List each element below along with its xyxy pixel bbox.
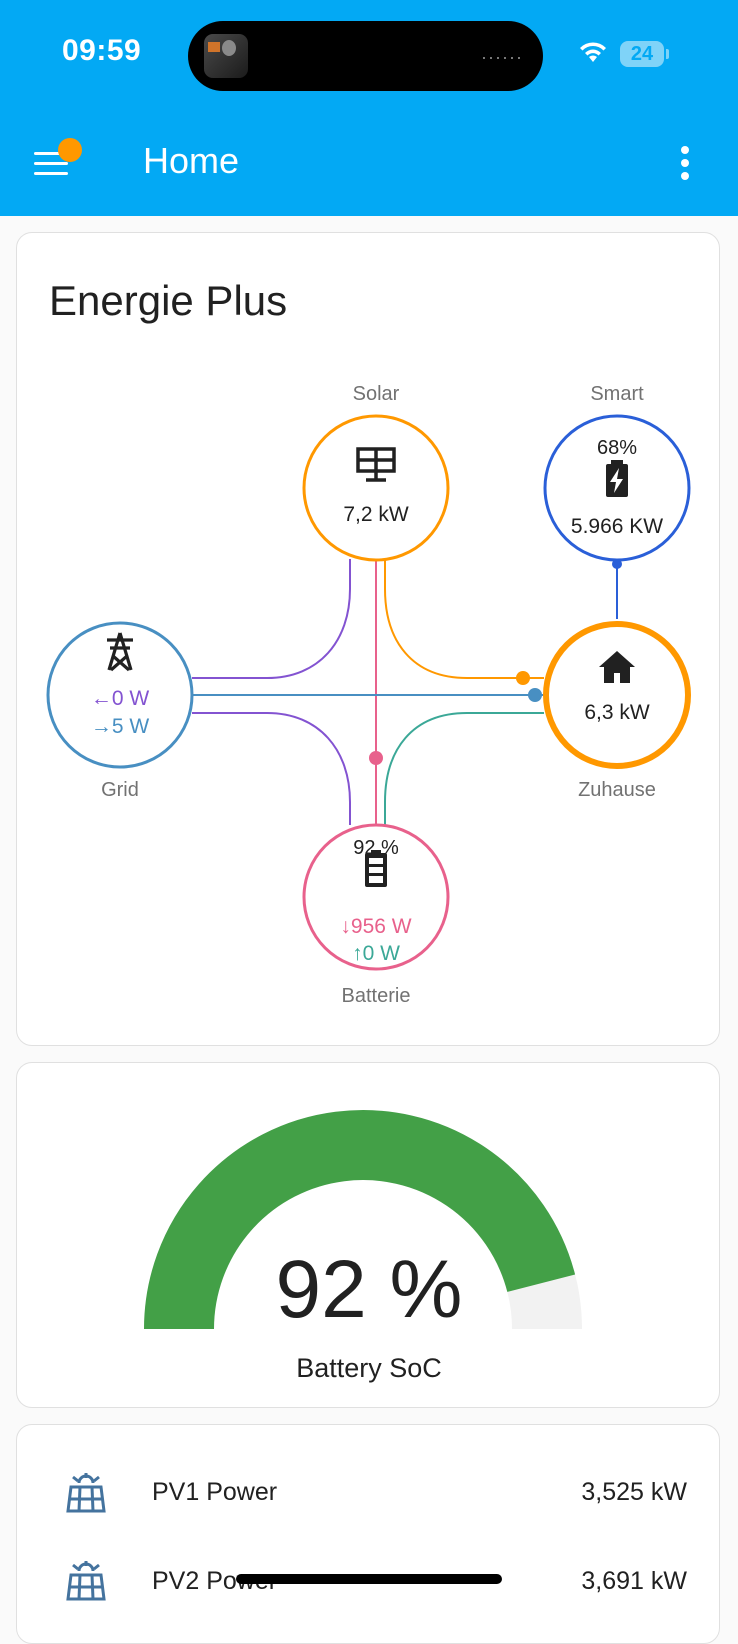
menu-icon-line	[34, 172, 68, 175]
battery-charging-value: ↓956 W	[301, 915, 451, 939]
menu-button[interactable]	[34, 146, 74, 180]
energy-distribution-card: Energie Plus	[16, 232, 720, 1046]
flow-dot-smart	[612, 559, 622, 569]
solar-power-value: 7,2 kW	[343, 503, 409, 526]
flow-solar-home	[384, 559, 544, 679]
grid-return-value: →5 W	[45, 715, 195, 739]
menu-icon-line	[34, 162, 68, 165]
wifi-icon	[580, 42, 606, 62]
arrow-left-icon: ←	[90, 687, 112, 710]
more-vertical-icon-dot	[681, 172, 689, 180]
more-options-button[interactable]	[676, 146, 694, 182]
solar-power-icon	[66, 1561, 106, 1601]
solar-node[interactable]	[302, 414, 450, 562]
solar-label: Solar	[352, 383, 400, 405]
battery-out-value: 0 W	[362, 942, 400, 965]
smart-label: Smart	[590, 383, 644, 405]
home-node[interactable]	[543, 621, 691, 769]
battery-discharging-value: ↑0 W	[301, 942, 451, 966]
card-title: Energie Plus	[49, 277, 288, 324]
flow-dot-solar-home	[516, 671, 530, 685]
grid-out-value: 5 W	[111, 715, 150, 738]
solar-power-icon	[66, 1473, 106, 1513]
more-vertical-icon-dot	[681, 159, 689, 167]
gauge-label: Battery SoC	[296, 1353, 442, 1383]
energy-flow-diagram	[46, 414, 691, 971]
menu-icon	[34, 152, 64, 155]
battery-label: Batterie	[341, 985, 411, 1007]
arrow-down-icon: ↓	[340, 915, 351, 938]
battery-in-value: 956 W	[350, 915, 412, 938]
entity-name: PV1 Power	[152, 1478, 278, 1506]
entities-card: PV1 Power 3,525 kW PV2 Power 3,691 kW	[16, 1424, 720, 1644]
flow-battery-grid	[192, 712, 351, 825]
grid-label: Grid	[101, 779, 139, 801]
notification-badge	[58, 138, 82, 162]
audio-waveform-icon: ······	[481, 47, 523, 67]
status-time: 09:59	[62, 34, 142, 67]
solar-panel-icon	[356, 447, 396, 482]
smart-power-value: 5.966 KW	[570, 515, 664, 538]
battery-charging-icon	[606, 460, 628, 497]
home-label: Zuhause	[578, 779, 656, 801]
arrow-up-icon: ↑	[352, 942, 363, 965]
home-indicator[interactable]	[236, 1574, 502, 1584]
gauge-fill	[144, 1110, 576, 1330]
entity-value: 3,691 kW	[581, 1567, 687, 1595]
app-header: 09:59 ······ 24 Home	[0, 0, 738, 216]
home-power-value: 6,3 kW	[584, 701, 650, 724]
now-playing-artwork[interactable]	[204, 34, 248, 78]
gauge	[144, 1110, 582, 1330]
battery-soc-gauge-card[interactable]: 92 % Battery SoC	[16, 1062, 720, 1408]
flow-dot-grid-home	[528, 688, 542, 702]
more-vertical-icon	[681, 146, 689, 154]
grid-in-value: 0 W	[111, 687, 150, 710]
arrow-right-icon: →	[90, 715, 112, 738]
dynamic-island[interactable]: ······	[188, 21, 543, 91]
battery-node[interactable]	[302, 823, 450, 971]
battery-icon	[365, 850, 387, 887]
gauge-value: 92 %	[275, 1244, 463, 1335]
grid-node[interactable]	[46, 621, 194, 769]
battery-soc-value: 92 %	[353, 837, 399, 859]
home-icon	[599, 651, 635, 683]
page-title: Home	[143, 140, 240, 181]
flow-battery-home	[384, 712, 544, 825]
battery-level-indicator: 24	[620, 41, 669, 67]
entity-value: 3,525 kW	[581, 1478, 687, 1506]
transmission-tower-icon	[107, 632, 133, 672]
smart-soc-value: 68%	[596, 437, 638, 459]
flow-solar-grid	[192, 559, 351, 679]
grid-consumption-value: ←0 W	[45, 687, 195, 711]
flow-dot-solar-battery	[369, 751, 383, 765]
